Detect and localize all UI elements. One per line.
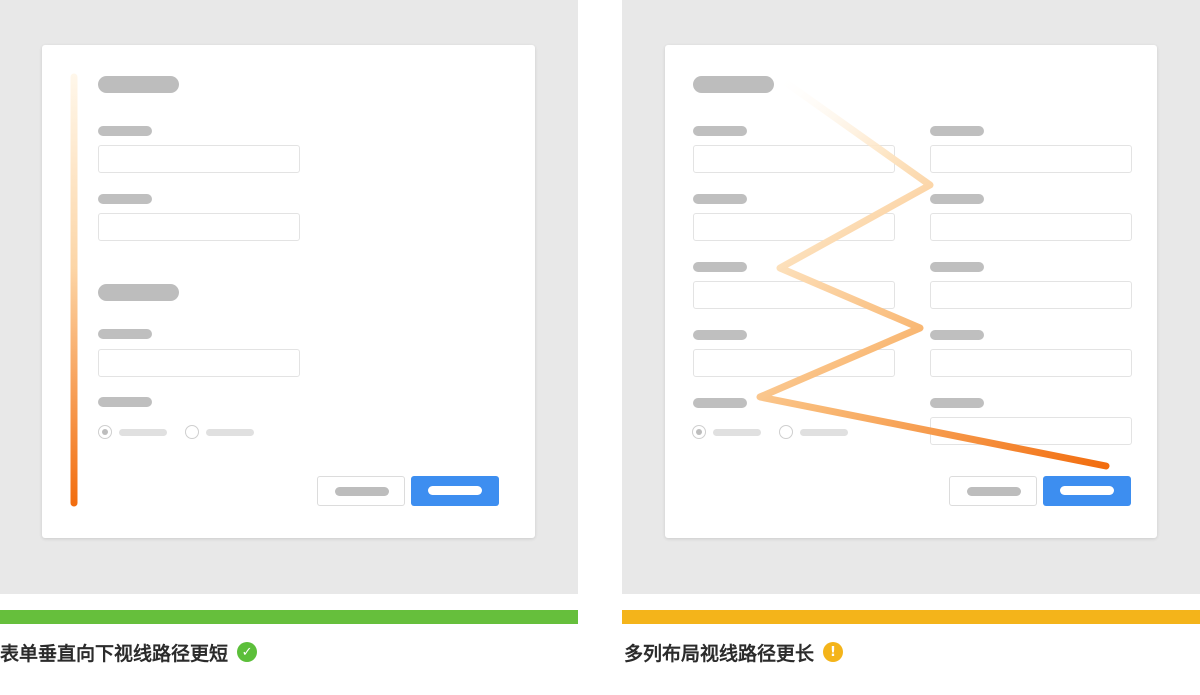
caption-single-column: 表单垂直向下视线路径更短 ✓: [0, 638, 258, 666]
single-column-form-card: [42, 45, 535, 538]
field-label-placeholder: [930, 262, 984, 272]
radio-label-placeholder: [206, 429, 254, 436]
text-field[interactable]: [930, 145, 1132, 173]
radio-option[interactable]: [779, 425, 793, 439]
field-label-placeholder: [98, 329, 152, 339]
radio-option-checked[interactable]: [692, 425, 706, 439]
field-label-placeholder: [693, 330, 747, 340]
field-label-placeholder: [930, 194, 984, 204]
button-label-placeholder: [428, 486, 482, 495]
field-label-placeholder: [693, 398, 747, 408]
text-field[interactable]: [98, 349, 300, 377]
cancel-button[interactable]: [317, 476, 405, 506]
submit-button[interactable]: [411, 476, 499, 506]
field-label-placeholder: [98, 397, 152, 407]
single-column-example: [0, 0, 578, 594]
section-heading-placeholder: [98, 284, 179, 301]
field-label-placeholder: [693, 126, 747, 136]
section-heading-placeholder: [693, 76, 774, 93]
cancel-button[interactable]: [949, 476, 1037, 506]
warning-indicator-bar: [622, 610, 1200, 624]
exclamation-circle-icon: !: [823, 642, 844, 662]
text-field[interactable]: [693, 281, 895, 309]
button-label-placeholder: [335, 487, 389, 496]
text-field[interactable]: [930, 349, 1132, 377]
caption-text: 多列布局视线路径更长: [624, 642, 815, 665]
multi-column-example: [622, 0, 1200, 594]
field-label-placeholder: [693, 194, 747, 204]
text-field[interactable]: [693, 145, 895, 173]
text-field[interactable]: [98, 145, 300, 173]
button-label-placeholder: [1060, 486, 1114, 495]
field-label-placeholder: [930, 398, 984, 408]
field-label-placeholder: [693, 262, 747, 272]
check-circle-icon: ✓: [237, 642, 258, 662]
section-heading-placeholder: [98, 76, 179, 93]
radio-option-checked[interactable]: [98, 425, 112, 439]
text-field[interactable]: [98, 213, 300, 241]
caption-text: 表单垂直向下视线路径更短: [0, 642, 229, 665]
text-field[interactable]: [930, 213, 1132, 241]
radio-option[interactable]: [185, 425, 199, 439]
radio-label-placeholder: [713, 429, 761, 436]
text-field[interactable]: [930, 417, 1132, 445]
text-field[interactable]: [930, 281, 1132, 309]
field-label-placeholder: [98, 194, 152, 204]
field-label-placeholder: [930, 126, 984, 136]
multi-column-form-card: [665, 45, 1157, 538]
radio-label-placeholder: [119, 429, 167, 436]
radio-label-placeholder: [800, 429, 848, 436]
submit-button[interactable]: [1043, 476, 1131, 506]
button-label-placeholder: [967, 487, 1021, 496]
caption-multi-column: 多列布局视线路径更长 !: [624, 638, 844, 666]
text-field[interactable]: [693, 213, 895, 241]
field-label-placeholder: [98, 126, 152, 136]
text-field[interactable]: [693, 349, 895, 377]
good-indicator-bar: [0, 610, 578, 624]
field-label-placeholder: [930, 330, 984, 340]
